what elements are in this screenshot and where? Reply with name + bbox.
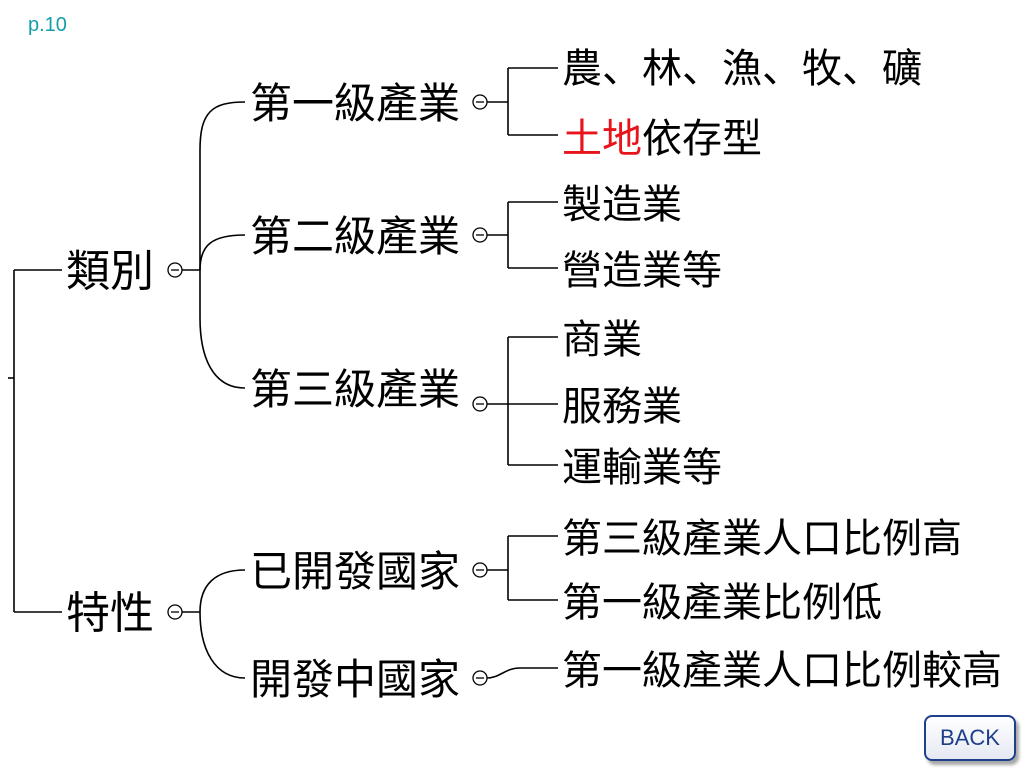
page-number: p.10 [28, 14, 67, 36]
category-branches [182, 101, 246, 389]
tertiary-collapse-icon[interactable] [472, 396, 488, 412]
developed-item-primary-low: 第一級產業比例低 [562, 580, 882, 626]
secondary-item-manufacturing: 製造業 [562, 182, 682, 228]
tertiary-item-services: 服務業 [562, 384, 682, 430]
root-connector [8, 269, 62, 613]
category-collapse-icon[interactable] [167, 262, 183, 278]
developed-item-tertiary-high: 第三級產業人口比例高 [562, 516, 962, 562]
primary-item-resources: 農、林、漁、牧、礦 [562, 46, 922, 92]
land-rest: 依存型 [642, 116, 762, 162]
primary-industry-label: 第一級產業 [250, 79, 460, 128]
tertiary-branches [487, 336, 558, 466]
developed-branches [487, 535, 558, 601]
traits-collapse-icon[interactable] [167, 604, 183, 620]
primary-item-land-dependent: 土地依存型 [562, 116, 762, 162]
primary-branches [487, 67, 558, 136]
tertiary-item-commerce: 商業 [562, 317, 642, 363]
secondary-industry-label: 第二級產業 [250, 212, 460, 261]
tertiary-item-transport: 運輸業等 [562, 445, 722, 491]
developing-branches [486, 667, 558, 679]
secondary-item-construction: 營造業等 [562, 248, 722, 294]
developing-country-label: 開發中國家 [250, 655, 460, 704]
developed-collapse-icon[interactable] [472, 562, 488, 578]
traits-label: 特性 [66, 588, 154, 639]
land-highlight: 土地 [562, 116, 642, 162]
traits-branches [182, 569, 246, 679]
secondary-collapse-icon[interactable] [472, 227, 488, 243]
back-button[interactable]: BACK [924, 715, 1016, 761]
developing-collapse-icon[interactable] [472, 670, 488, 686]
developing-item-primary-higher: 第一級產業人口比例較高 [562, 648, 1002, 694]
category-label: 類別 [66, 246, 154, 297]
secondary-branches [487, 201, 558, 269]
developed-country-label: 已開發國家 [250, 547, 460, 596]
primary-collapse-icon[interactable] [472, 94, 488, 110]
tertiary-industry-label: 第三級產業 [250, 365, 460, 414]
